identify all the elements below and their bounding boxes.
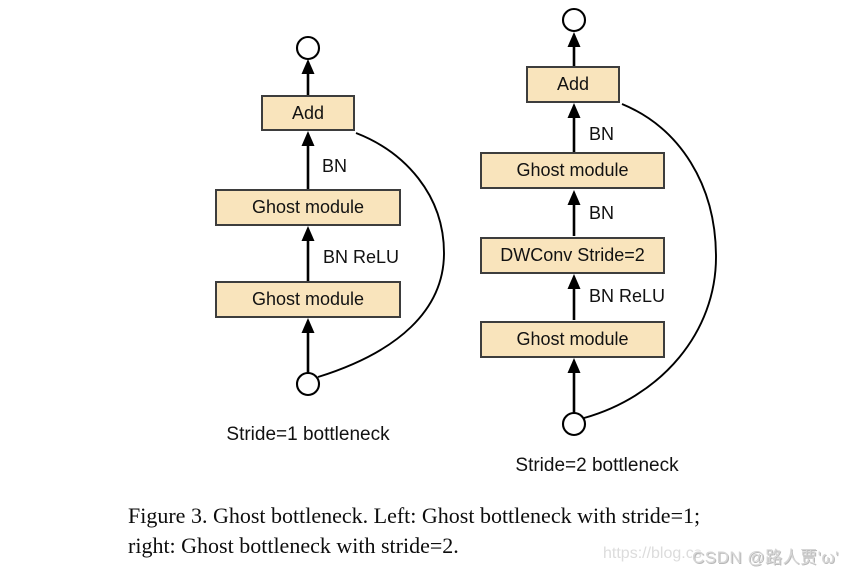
- right-add-block: Add: [526, 66, 620, 103]
- right-ghost-module-top-block: Ghost module: [480, 152, 665, 189]
- left-bn-edge-label: BN: [322, 156, 348, 176]
- figure-caption-line1: Figure 3. Ghost bottleneck. Left: Ghost …: [128, 503, 701, 528]
- watermark-url-text: https://blog.cs: [603, 545, 702, 562]
- figure-caption: Figure 3. Ghost bottleneck. Left: Ghost …: [128, 501, 838, 561]
- right-dwconv-block: DWConv Stride=2: [480, 237, 665, 274]
- left-arrowhead-icon-ghost-top: [301, 226, 315, 241]
- stride1-bottleneck-label: Stride=1 bottleneck: [226, 424, 390, 445]
- stride2-bottleneck-label: Stride=2 bottleneck: [515, 455, 679, 476]
- right-bn-top-edge-label: BN: [589, 124, 615, 144]
- right-bn-mid-edge-label: BN: [589, 203, 615, 223]
- right-input-node-circle: [561, 411, 587, 437]
- right-arrowhead-icon-add: [567, 103, 581, 118]
- left-input-node-circle: [295, 371, 321, 397]
- left-output-node-circle: [295, 35, 321, 61]
- left-ghost-module-bottom-block: Ghost module: [215, 281, 401, 318]
- right-ghost-module-bottom-block: Ghost module: [480, 321, 665, 358]
- left-arrowhead-icon-ghost-bottom: [301, 318, 315, 333]
- right-output-node-circle: [561, 7, 587, 33]
- right-arrowhead-icon-ghost-top: [567, 190, 581, 205]
- left-arrowhead-icon-add: [301, 131, 315, 146]
- right-skip-connection-curve: [583, 103, 717, 419]
- right-arrowhead-icon-output: [567, 32, 581, 47]
- right-arrowhead-icon-dwconv: [567, 274, 581, 289]
- right-arrowhead-icon-ghost-bottom: [567, 358, 581, 373]
- figure-caption-line2: right: Ghost bottleneck with stride=2.: [128, 533, 459, 558]
- left-ghost-module-top-block: Ghost module: [215, 189, 401, 226]
- watermark-csdn-text: CSDN @路人贾'ω': [692, 548, 839, 567]
- left-add-block: Add: [261, 95, 355, 131]
- left-arrowhead-icon-output: [301, 59, 315, 74]
- right-bn-relu-edge-label: BN ReLU: [589, 286, 666, 306]
- left-skip-connection-curve: [317, 132, 445, 378]
- left-bn-relu-edge-label: BN ReLU: [323, 247, 400, 267]
